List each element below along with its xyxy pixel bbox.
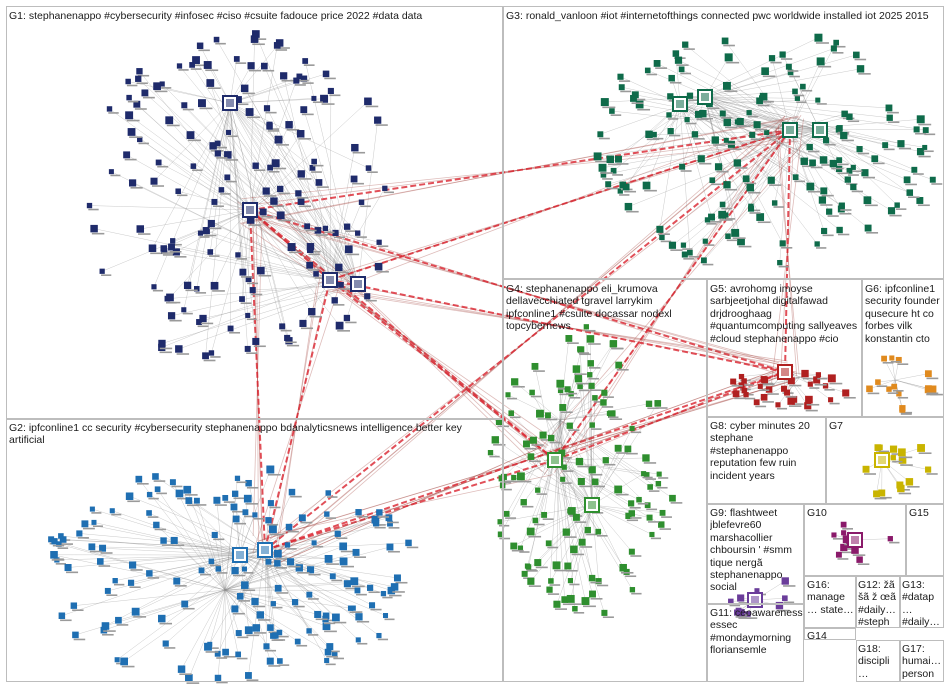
- group-label-g6: G6: ipfconline1 security founder qusecur…: [865, 283, 943, 359]
- group-label-g1: G1: stephanenappo #cybersecurity #infose…: [9, 10, 499, 24]
- group-label-g10: G10: [807, 507, 847, 521]
- group-label-g12: G12: žã šã ž œã #daily… #steph…: [858, 579, 899, 627]
- group-label-g14: G14: [807, 630, 847, 644]
- group-box-g1: [6, 6, 503, 419]
- group-label-g3: G3: ronald_vanloon #iot #internetofthing…: [506, 10, 942, 36]
- group-label-g5: G5: avrohomg imoyse sarbjeetjohal digita…: [710, 283, 860, 359]
- group-box-g3: [503, 6, 944, 279]
- group-label-g7: G7: [829, 420, 869, 434]
- group-label-g9: G9: flashtweet jblefevre60 marshacollier…: [710, 507, 804, 603]
- group-label-g17: G17: humai… person…: [902, 643, 944, 681]
- group-label-g8: G8: cyber minutes 20 stephane #stephanen…: [710, 420, 824, 484]
- group-label-g13: G13: #datap… #daily… #steph…: [902, 579, 944, 627]
- group-box-g2: [6, 419, 503, 682]
- group-label-g15: G15: [909, 507, 943, 521]
- group-label-g18: G18: discipli… think…: [858, 643, 899, 681]
- group-label-g11: G11: ceoawareness essec #mondaymorning f…: [710, 607, 804, 681]
- group-label-g4: G4: stephanenappo eli_krumova dellavecch…: [506, 283, 704, 335]
- group-label-g2: G2: ipfconline1 cc security #cybersecuri…: [9, 422, 497, 448]
- group-label-g16: G16: manage… state…: [807, 579, 855, 619]
- node-caption: [187, 682, 200, 684]
- group-box-g4: [503, 279, 707, 682]
